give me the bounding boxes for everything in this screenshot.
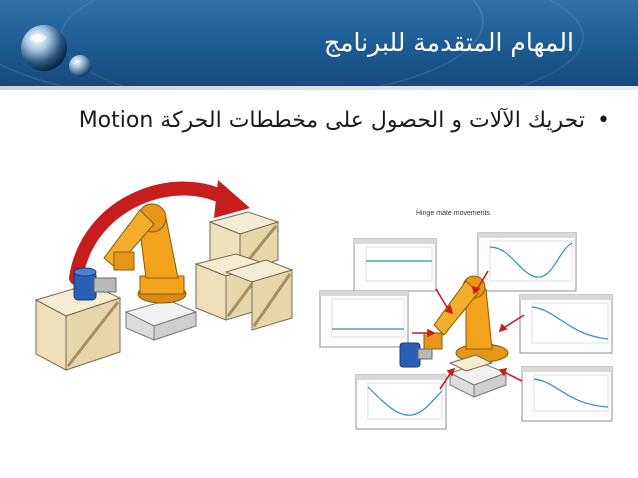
figure-caption: Hinge mate movements bbox=[416, 210, 490, 217]
hinge-mate-movements-illustration: Hinge mate movements bbox=[319, 210, 613, 430]
crate-stack-right bbox=[194, 211, 294, 331]
plot-window-top-left bbox=[353, 238, 437, 292]
chrome-sphere-logo bbox=[21, 25, 91, 77]
slide-title: المهام المتقدمة للبرنامج bbox=[324, 28, 574, 57]
title-bar: المهام المتقدمة للبرنامج bbox=[0, 0, 638, 86]
robot-moving-crate-illustration bbox=[34, 180, 294, 371]
red-curved-arrow-icon bbox=[69, 181, 235, 285]
bullet-item: • تحريك الآلات و الحصول على مخططات الحركة… bbox=[40, 108, 610, 142]
robot-gripper bbox=[73, 267, 117, 301]
bullet-text: تحريك الآلات و الحصول على مخططات الحركة … bbox=[78, 108, 586, 133]
bullet-symbol: • bbox=[597, 108, 610, 133]
plot-window-middle-left bbox=[319, 290, 409, 348]
title-underline bbox=[0, 86, 638, 90]
robot-base bbox=[124, 275, 198, 341]
red-pointer-arrow-icon bbox=[412, 270, 525, 390]
plot-window-middle-right bbox=[519, 294, 613, 354]
plot-window-top-right bbox=[477, 232, 577, 292]
red-curved-arrow-head bbox=[214, 180, 250, 218]
robot-arm bbox=[103, 203, 179, 279]
plot-window-bottom-left bbox=[355, 374, 447, 430]
small-robot bbox=[399, 275, 509, 398]
plot-window-bottom-right bbox=[521, 366, 613, 422]
